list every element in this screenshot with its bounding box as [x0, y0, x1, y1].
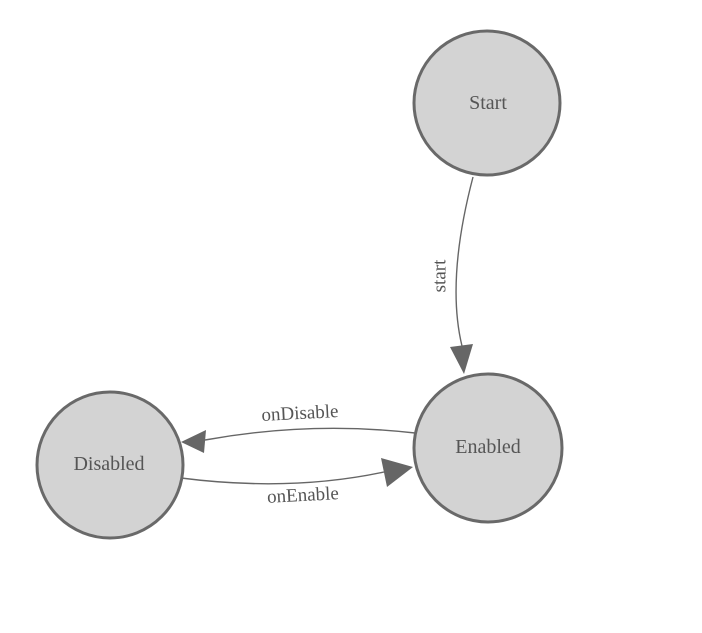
state-circle-disabled[interactable] [35, 390, 185, 540]
state-node-enabled[interactable]: Enabled [412, 372, 564, 524]
state-node-disabled[interactable]: Disabled [35, 390, 185, 540]
edge-onenable-transition: onEnable [180, 458, 413, 508]
arrowhead-into-disabled [181, 430, 206, 453]
edge-label-onenable: onEnable [267, 483, 340, 508]
edge-ondisable-line [204, 427, 416, 441]
edge-onenable-line [180, 471, 385, 485]
state-circle-start[interactable] [412, 29, 562, 177]
edge-ondisable-transition: onDisable [181, 401, 416, 453]
state-label-start: Start [469, 92, 507, 114]
edge-start-transition: start [429, 176, 474, 374]
edge-start-line [455, 176, 474, 347]
edge-label-ondisable: onDisable [261, 401, 339, 426]
state-label-disabled: Disabled [73, 453, 144, 475]
state-circle-enabled[interactable] [412, 372, 564, 524]
arrowhead-into-enabled-from-start [450, 344, 473, 374]
state-label-enabled: Enabled [455, 436, 521, 458]
edge-label-start: start [429, 259, 450, 292]
arrowhead-into-enabled [381, 458, 413, 487]
state-node-start[interactable]: Start [412, 29, 562, 177]
